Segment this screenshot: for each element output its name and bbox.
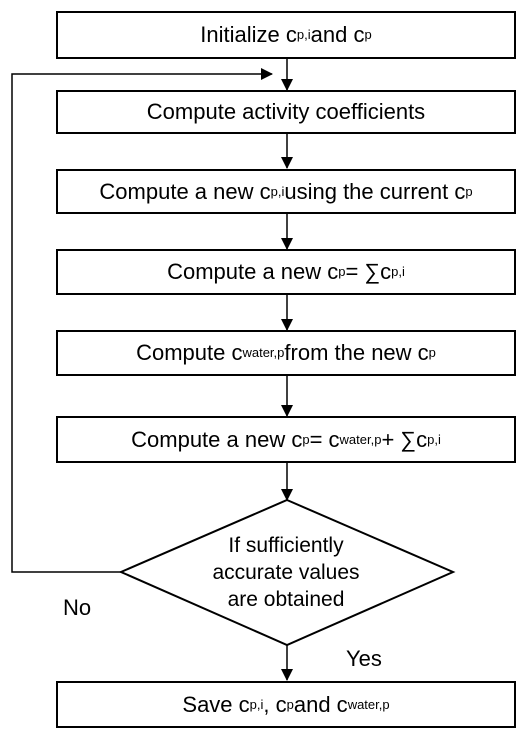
decision-line-2: accurate values [212, 561, 360, 584]
step-text: Compute activity coefficients [146, 99, 426, 124]
step-activity-box: Compute activity coefficients [56, 90, 516, 134]
step-text: using the current c [284, 178, 466, 204]
yes-label: Yes [346, 646, 382, 671]
step-text: Compute a new c [99, 178, 271, 204]
step-text: Initialize c [200, 22, 297, 47]
step-text: Compute a new c [131, 426, 303, 452]
step-text: = c [309, 426, 340, 452]
loop-back-arrow [11, 68, 273, 573]
step-text: Compute a new c [167, 259, 339, 284]
decision-text: If sufficiently accurate values are obta… [186, 532, 386, 613]
decision-line-3: are obtained [227, 588, 345, 611]
no-label: No [63, 595, 92, 620]
step-text: Save c [182, 691, 250, 717]
step-text: Compute c [136, 340, 243, 365]
step-text: from the new c [284, 340, 429, 365]
decision-line-1: If sufficiently [228, 534, 344, 557]
decision-diamond [118, 498, 456, 647]
step-text: and c [293, 691, 348, 717]
step-text: and c [310, 22, 365, 47]
step-text: = ∑c [345, 259, 392, 284]
step-text: , c [263, 691, 287, 717]
step-text: + ∑c [381, 426, 428, 452]
